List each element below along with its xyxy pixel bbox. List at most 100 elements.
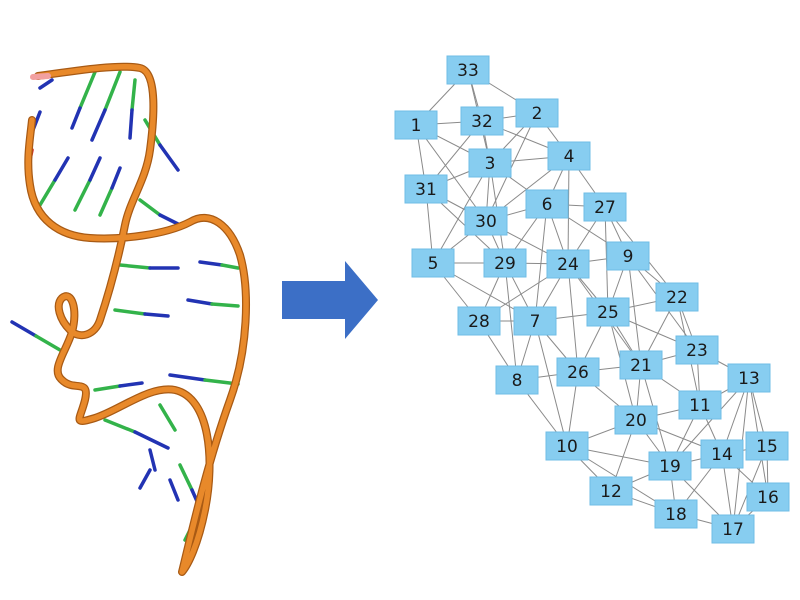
- right-arrow-icon: [282, 261, 378, 339]
- base-stick: [210, 302, 240, 308]
- graph-node-label: 24: [557, 255, 579, 275]
- base-stick: [138, 468, 152, 490]
- graph-node-box: [700, 439, 744, 469]
- graph-node: 7: [513, 306, 557, 336]
- base-stick: [53, 156, 70, 182]
- graph-node-label: 3: [485, 154, 496, 174]
- graph-node-box: [460, 106, 504, 136]
- graph-node: 4: [547, 141, 591, 171]
- graph-edge: [567, 263, 579, 373]
- graph-node-box: [745, 431, 789, 461]
- graph-node: 33: [446, 55, 490, 85]
- graph-node-box: [586, 297, 630, 327]
- graph-node: 17: [711, 514, 755, 544]
- graph-node: 20: [614, 405, 658, 435]
- base-stick: [110, 166, 122, 190]
- graph-node-label: 4: [564, 147, 575, 167]
- graph-node-label: 8: [512, 371, 523, 391]
- graph-node-label: 28: [468, 312, 490, 332]
- graph-node: 11: [678, 390, 722, 420]
- graph-node-box: [583, 192, 627, 222]
- graph-node: 13: [727, 363, 771, 393]
- graph-node-label: 10: [556, 437, 578, 457]
- graph-node: 6: [525, 189, 569, 219]
- graph-node: 14: [700, 439, 744, 469]
- base-stick: [198, 260, 224, 267]
- graph-node-label: 12: [600, 482, 622, 502]
- graph-node-box: [546, 249, 590, 279]
- graph-node-box: [648, 451, 692, 481]
- graph-edge: [534, 203, 548, 322]
- base-stick: [128, 108, 134, 140]
- graph-node-box: [495, 365, 539, 395]
- base-stick: [93, 384, 122, 392]
- graph-node-box: [589, 476, 633, 506]
- base-stick: [220, 263, 240, 270]
- graph-node-label: 21: [630, 356, 652, 376]
- graph-node-label: 2: [532, 104, 543, 124]
- graph-node: 15: [745, 431, 789, 461]
- graph-edge: [534, 320, 568, 447]
- base-stick: [158, 143, 180, 172]
- graph-node-box: [411, 248, 455, 278]
- graph-node: 9: [606, 241, 650, 271]
- graph-node: 21: [619, 350, 663, 380]
- base-stick: [38, 178, 57, 207]
- base-stick: [186, 298, 214, 306]
- graph-node: 16: [746, 482, 790, 512]
- graph-node-box: [446, 55, 490, 85]
- graph-node: 2: [515, 98, 559, 128]
- graph-edge: [627, 255, 642, 366]
- graph-node-label: 6: [542, 195, 553, 215]
- rna-structure-illustration: [10, 62, 250, 576]
- graph-node-box: [556, 357, 600, 387]
- graph-node-box: [515, 98, 559, 128]
- graph-node: 26: [556, 357, 600, 387]
- graph-node-box: [483, 248, 527, 278]
- graph-node: 3: [468, 148, 512, 178]
- graph-node-box: [619, 350, 663, 380]
- graph-node-box: [457, 306, 501, 336]
- graph-node-box: [464, 206, 508, 236]
- graph-node-box: [513, 306, 557, 336]
- base-stick: [178, 463, 194, 492]
- base-stick: [130, 78, 137, 112]
- base-stick: [158, 403, 177, 432]
- graph-node: 30: [464, 206, 508, 236]
- base-stick: [113, 308, 147, 316]
- graph-node: 32: [460, 106, 504, 136]
- graph-node-box: [394, 110, 438, 140]
- graph-edge: [432, 162, 491, 264]
- graph-node-label: 19: [659, 457, 681, 477]
- rna-backbone: [25, 63, 249, 575]
- graph-node-box: [711, 514, 755, 544]
- graph-node-label: 31: [415, 180, 437, 200]
- graph-node-label: 33: [457, 61, 479, 81]
- graph-node-box: [547, 141, 591, 171]
- base-stick: [168, 373, 207, 382]
- base-stick: [88, 156, 102, 182]
- base-stick: [103, 70, 122, 112]
- graph-node-box: [468, 148, 512, 178]
- graph-node-label: 13: [738, 369, 760, 389]
- base-stick: [143, 312, 170, 318]
- graph-node: 22: [655, 282, 699, 312]
- graph-node-label: 1: [411, 116, 422, 136]
- base-stick: [90, 108, 107, 142]
- graph-edge: [415, 124, 487, 222]
- graph-node-box: [655, 282, 699, 312]
- graph-node-label: 30: [475, 212, 497, 232]
- graph-node-label: 5: [428, 254, 439, 274]
- graph-node: 25: [586, 297, 630, 327]
- graph-node-box: [727, 363, 771, 393]
- graph-node: 28: [457, 306, 501, 336]
- graph-node-box: [746, 482, 790, 512]
- base-stick: [158, 213, 182, 227]
- base-stick: [70, 106, 82, 130]
- backbone-5prime-end: [30, 73, 51, 80]
- graph-node-label: 20: [625, 411, 647, 431]
- graph-node-label: 27: [594, 198, 616, 218]
- base-stick: [98, 186, 114, 217]
- graph-node-label: 7: [530, 312, 541, 332]
